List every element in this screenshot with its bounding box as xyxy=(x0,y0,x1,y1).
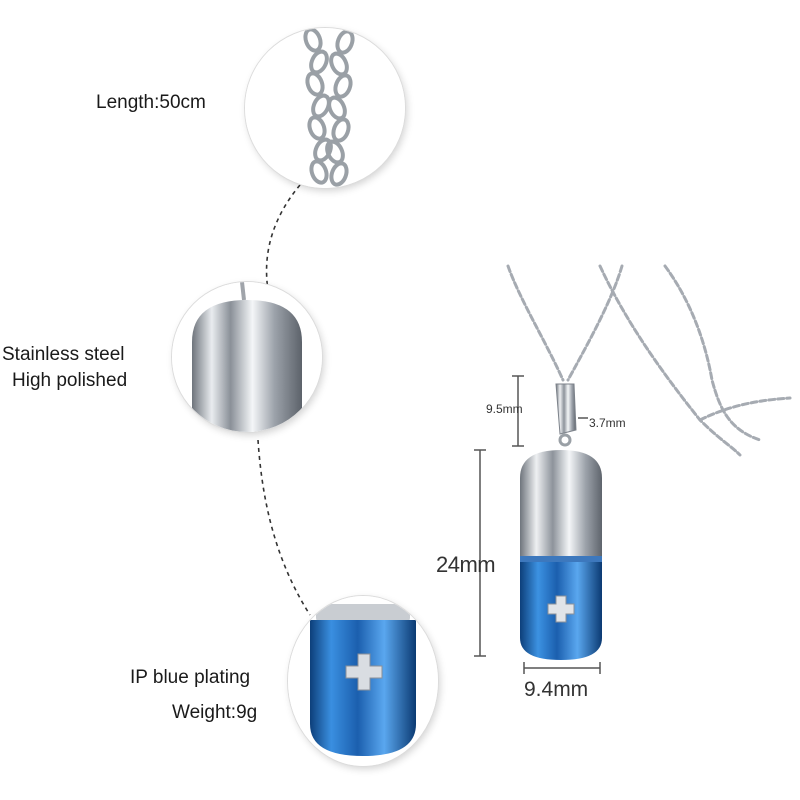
weight-label: Weight:9g xyxy=(172,702,257,724)
chain-closeup-circle xyxy=(245,28,405,188)
pendant-width-dimension: 9.4mm xyxy=(524,678,589,701)
bail-width-dimension: 3.7mm xyxy=(589,416,626,430)
material-label-line2: High polished xyxy=(12,370,128,391)
steel-cap-image xyxy=(172,282,322,432)
blue-capsule-circle xyxy=(288,596,438,766)
plating-label: IP blue plating xyxy=(130,667,251,688)
weight-label-text: Weight: xyxy=(172,702,237,723)
weight-value: 9g xyxy=(236,702,258,723)
steel-cap-circle xyxy=(172,282,322,432)
length-label: Length:50cm xyxy=(96,92,206,113)
pendant-height-dimension: 24mm xyxy=(436,552,496,577)
chain-closeup-image xyxy=(245,28,405,188)
blue-capsule-image xyxy=(288,596,438,766)
material-label-line1: Stainless steel xyxy=(2,344,125,365)
bail-height-dimension: 9.5mm xyxy=(486,402,523,416)
